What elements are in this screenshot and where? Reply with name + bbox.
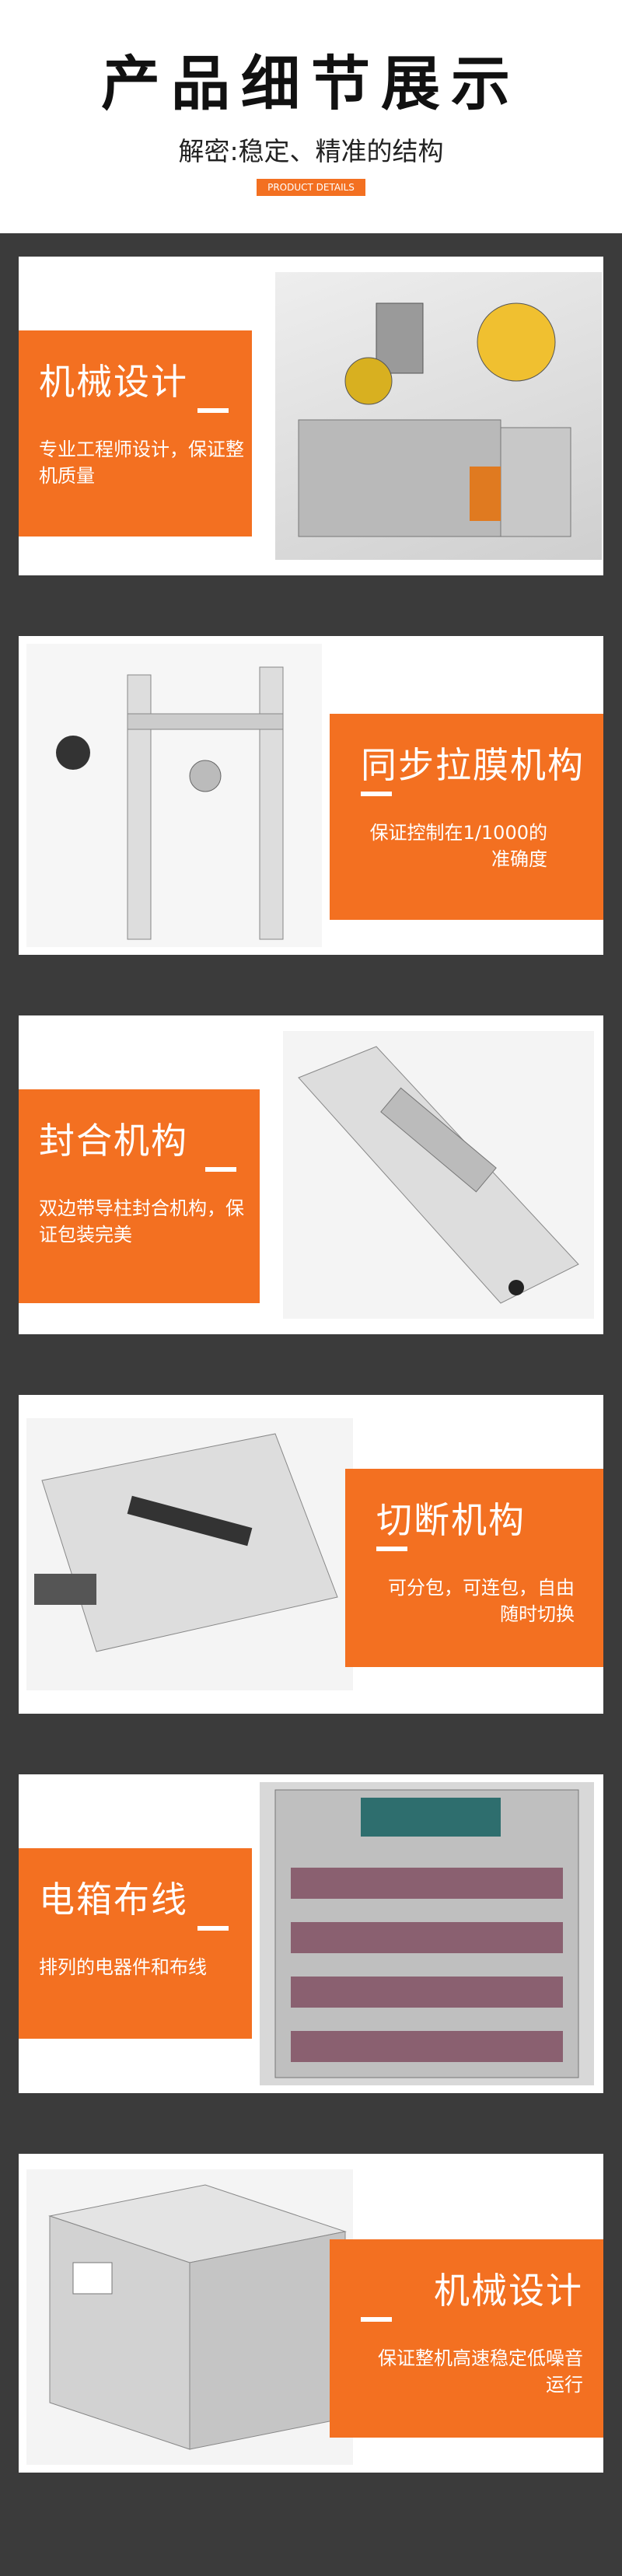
film-mechanism-image	[26, 644, 322, 947]
section-title: 电箱布线	[39, 1879, 188, 1921]
accent-bar	[376, 1547, 407, 1551]
section-wiring: 电箱布线 排列的电器件和布线	[19, 1774, 603, 2093]
section-title: 机械设计	[434, 2270, 583, 2312]
sealing-mechanism-illustration	[298, 1046, 579, 1304]
frame-image	[26, 2169, 353, 2465]
section-panel: 机械设计 保证整机高速稳定低噪音运行	[330, 2239, 603, 2438]
accent-bar	[361, 2317, 392, 2322]
product-details-tag: PRODUCT DETAILS	[257, 179, 365, 196]
section-film-pulling: 同步拉膜机构 保证控制在1/1000的准确度	[19, 636, 603, 955]
accent-bar	[205, 1167, 236, 1172]
machine-image	[275, 272, 602, 560]
section-frame-design: 机械设计 保证整机高速稳定低噪音运行	[19, 2154, 603, 2473]
section-desc: 排列的电器件和布线	[39, 1956, 207, 1978]
packaging-machine-illustration	[298, 302, 571, 537]
section-panel: 机械设计 专业工程师设计，保证整机质量	[19, 330, 252, 537]
sealing-image	[283, 1031, 594, 1319]
section-desc: 保证控制在1/1000的准确度	[369, 822, 547, 870]
section-title: 封合机构	[39, 1120, 188, 1162]
section-panel: 封合机构 双边带导柱封合机构，保证包装完美	[19, 1089, 260, 1303]
section-title: 机械设计	[39, 361, 188, 403]
section-panel: 切断机构 可分包，可连包，自由随时切换	[345, 1469, 603, 1667]
section-cutting: 切断机构 可分包，可连包，自由随时切换	[19, 1395, 603, 1714]
wiring-image	[260, 1782, 594, 2085]
section-panel: 电箱布线 排列的电器件和布线	[19, 1848, 252, 2039]
accent-bar	[197, 1926, 229, 1931]
electrical-cabinet-illustration	[274, 1789, 579, 2078]
section-title: 同步拉膜机构	[361, 744, 585, 786]
section-desc: 可分包，可连包，自由随时切换	[388, 1577, 575, 1625]
page-subtitle: 解密:稳定、精准的结构	[178, 136, 444, 166]
section-title: 切断机构	[376, 1499, 526, 1541]
accent-bar	[361, 792, 392, 796]
section-desc: 双边带导柱封合机构，保证包装完美	[39, 1197, 244, 1246]
page-title: 产品细节展示	[101, 49, 521, 118]
cutting-image	[26, 1418, 353, 1690]
section-machine-design: 机械设计 专业工程师设计，保证整机质量	[19, 257, 603, 575]
section-desc: 保证整机高速稳定低噪音运行	[378, 2347, 583, 2396]
page-header: 产品细节展示 解密:稳定、精准的结构 PRODUCT DETAILS	[0, 0, 622, 233]
accent-bar	[197, 408, 229, 413]
cutting-mechanism-illustration	[34, 1433, 338, 1652]
section-panel: 同步拉膜机构 保证控制在1/1000的准确度	[330, 714, 603, 920]
machine-frame-illustration	[48, 2184, 347, 2450]
section-sealing: 封合机构 双边带导柱封合机构，保证包装完美	[19, 1015, 603, 1334]
film-mechanism-illustration	[56, 666, 284, 940]
section-desc: 专业工程师设计，保证整机质量	[39, 439, 244, 487]
